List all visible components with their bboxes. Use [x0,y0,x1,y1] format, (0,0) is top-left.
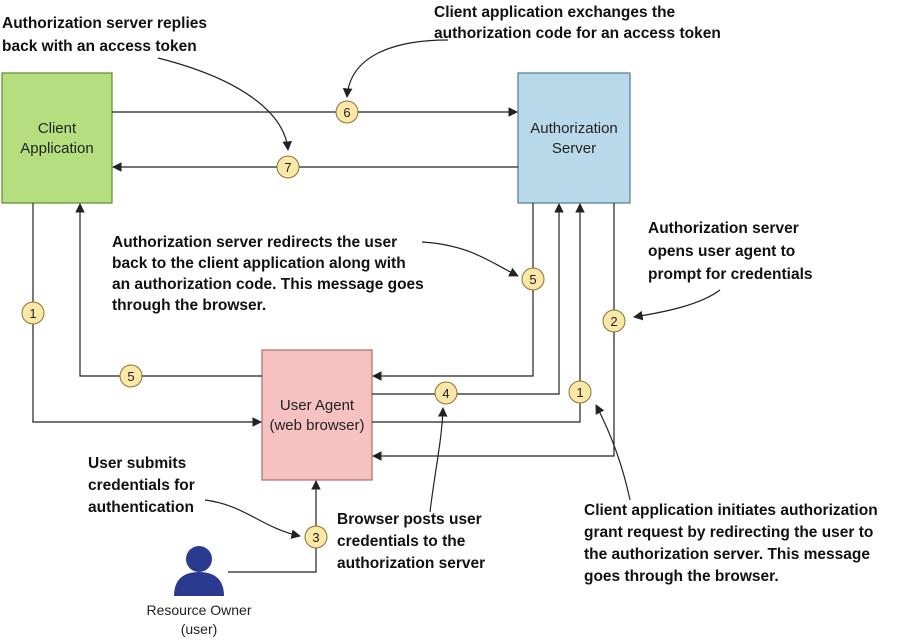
step3-arrow [228,480,321,573]
pointer-opens-agent [633,289,721,321]
annotation-initiates: Client application initiates authorizati… [584,502,878,585]
svg-text:authentication: authentication [88,499,194,516]
pointer-initiates [595,404,631,501]
badge-step1-left: 1 [21,301,45,325]
pointer-redirect-back [421,241,519,277]
annotation-browser-posts: Browser posts user credentials to the au… [337,511,485,572]
pointer-user-submits [204,499,301,539]
agent-label-line1: User Agent [280,397,355,414]
step1-right-arrow [372,203,585,423]
step5-right-arrow [372,203,534,381]
pointer-browser-posts [429,407,448,513]
annotation-opens-agent: Authorization server opens user agent to… [648,220,813,283]
badge-step3: 3 [304,525,328,549]
client-application-box: Client Application [1,72,113,204]
svg-text:5: 5 [127,369,134,384]
resource-owner-label-line2: (user) [181,621,218,637]
svg-text:5: 5 [529,272,536,287]
authorization-server-box: Authorization Server [517,72,631,204]
annotation-user-submits: User submits credentials for authenticat… [88,455,195,516]
svg-text:credentials for: credentials for [88,477,195,494]
svg-text:goes through the browser.: goes through the browser. [584,568,779,585]
badge-step6: 6 [335,100,359,124]
annotation-code-exchange: Client application exchanges the authori… [434,4,721,42]
svg-text:Client application exchanges t: Client application exchanges the [434,4,676,21]
annotation-token-reply: Authorization server replies back with a… [2,15,207,55]
badge-step4: 4 [434,381,458,405]
svg-text:4: 4 [442,386,449,401]
annotation-redirect-back: Authorization server redirects the user … [112,234,424,314]
step5-left-arrow [75,203,262,377]
user-icon [174,546,224,596]
connectors [32,39,721,573]
svg-text:6: 6 [343,105,350,120]
client-label-line2: Application [20,140,93,157]
svg-text:1: 1 [576,385,583,400]
auth-label-line2: Server [552,140,596,157]
svg-text:Authorization server: Authorization server [648,220,799,237]
svg-text:Client application initiates a: Client application initiates authorizati… [584,502,878,519]
badge-step5-right: 5 [521,267,545,291]
auth-label-line1: Authorization [530,120,618,137]
svg-text:the authorization server. This: the authorization server. This message [584,546,870,563]
svg-text:back with an access token: back with an access token [2,38,197,55]
badge-step7: 7 [276,155,300,179]
resource-owner: Resource Owner (user) [146,546,252,637]
badge-step1-right: 1 [568,380,592,404]
svg-text:Browser posts user: Browser posts user [337,511,482,528]
svg-text:7: 7 [284,160,291,175]
svg-text:credentials to the: credentials to the [337,533,466,550]
svg-text:through the browser.: through the browser. [112,297,266,314]
svg-text:Authorization server redirects: Authorization server redirects the user [112,234,397,251]
svg-text:User submits: User submits [88,455,186,472]
svg-text:2: 2 [610,314,617,329]
svg-text:opens user agent to: opens user agent to [648,243,795,260]
step4-arrow [372,203,564,395]
svg-text:Authorization server replies: Authorization server replies [2,15,207,32]
badge-step2: 2 [602,309,626,333]
step-badges: 1 1 2 3 4 5 5 6 [21,100,626,549]
svg-text:authorization code for an acce: authorization code for an access token [434,25,721,42]
badge-step5-left: 5 [119,364,143,388]
step2-arrow [372,203,615,461]
user-agent-box: User Agent (web browser) [261,349,373,481]
resource-owner-label-line1: Resource Owner [146,602,251,618]
svg-text:3: 3 [312,530,319,545]
step1-left-arrow [32,203,262,427]
agent-label-line2: (web browser) [269,417,364,434]
pointer-token-reply [157,57,293,151]
svg-text:back to the client application: back to the client application along wit… [112,255,406,272]
svg-text:grant request by redirecting t: grant request by redirecting the user to [584,524,873,541]
svg-text:an authorization code. This me: an authorization code. This message goes [112,276,424,293]
client-label-line1: Client [38,120,77,137]
svg-text:prompt for credentials: prompt for credentials [648,266,813,283]
svg-text:1: 1 [29,306,36,321]
svg-text:authorization server: authorization server [337,555,485,572]
pointer-code-exchange [342,39,449,98]
